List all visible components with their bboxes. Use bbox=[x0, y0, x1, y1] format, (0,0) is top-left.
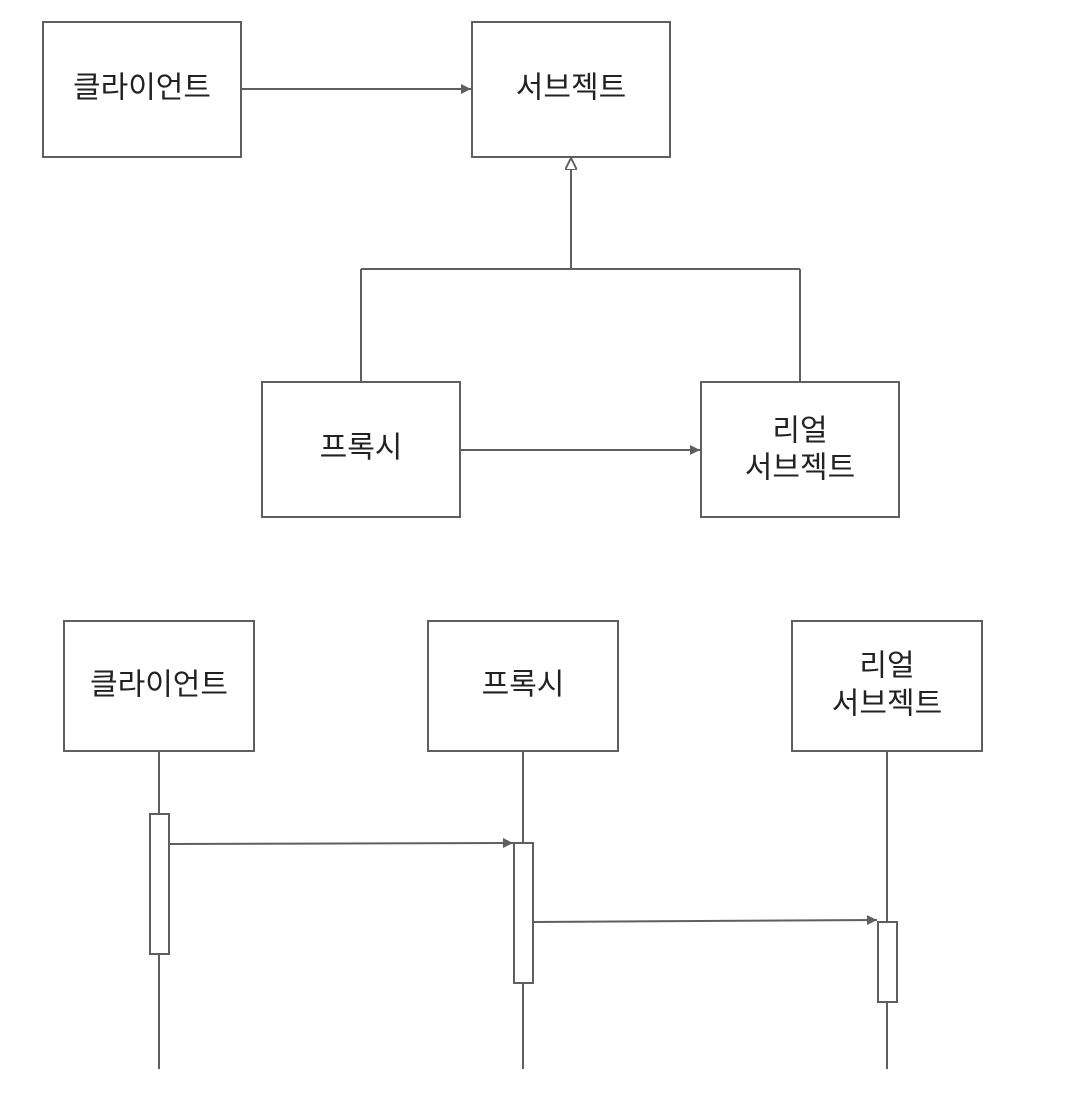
class-real-subject-label-line1: 리얼 bbox=[772, 414, 827, 449]
class-client-label: 클라이언트 bbox=[73, 71, 211, 106]
class-subject-box bbox=[471, 21, 671, 158]
seq-proxy-label: 프록시 bbox=[482, 668, 565, 703]
proxy-activation-bar bbox=[513, 842, 534, 984]
seq-client-participant: 클라이언트 bbox=[63, 620, 255, 752]
class-proxy-label: 프록시 bbox=[320, 431, 403, 466]
generalization-connector bbox=[360, 158, 801, 382]
seq-real-subject-participant: 리얼 서브젝트 bbox=[791, 620, 983, 752]
class-client-node: 클라이언트 bbox=[42, 21, 242, 158]
sequence-diagram: 클라이언트 프록시 리얼 서브젝트 bbox=[63, 620, 983, 1069]
class-diagram: 클라이언트 서브젝트 프록시 리얼 서브젝트 bbox=[42, 21, 900, 518]
proxy-to-real-subject-message bbox=[532, 915, 878, 926]
class-real-subject-node: 리얼 서브젝트 bbox=[700, 381, 900, 518]
class-client-box bbox=[42, 21, 242, 158]
seq-proxy-box bbox=[427, 620, 619, 752]
class-real-subject-label-line2: 서브젝트 bbox=[745, 451, 855, 486]
real-subject-activation-bar bbox=[877, 921, 898, 1003]
client-activation-bar bbox=[149, 813, 170, 955]
seq-real-subject-label-line2: 서브젝트 bbox=[832, 687, 942, 722]
seq-real-subject-label-line1: 리얼 bbox=[859, 649, 914, 684]
seq-client-box bbox=[63, 620, 255, 752]
class-subject-node: 서브젝트 bbox=[471, 21, 671, 158]
class-subject-label: 서브젝트 bbox=[516, 71, 626, 106]
seq-proxy-participant: 프록시 bbox=[427, 620, 619, 752]
class-proxy-node: 프록시 bbox=[261, 381, 461, 518]
seq-client-label: 클라이언트 bbox=[90, 668, 228, 703]
seq-real-subject-box bbox=[791, 620, 983, 752]
client-to-proxy-message bbox=[168, 838, 514, 849]
class-real-subject-box bbox=[700, 381, 900, 518]
